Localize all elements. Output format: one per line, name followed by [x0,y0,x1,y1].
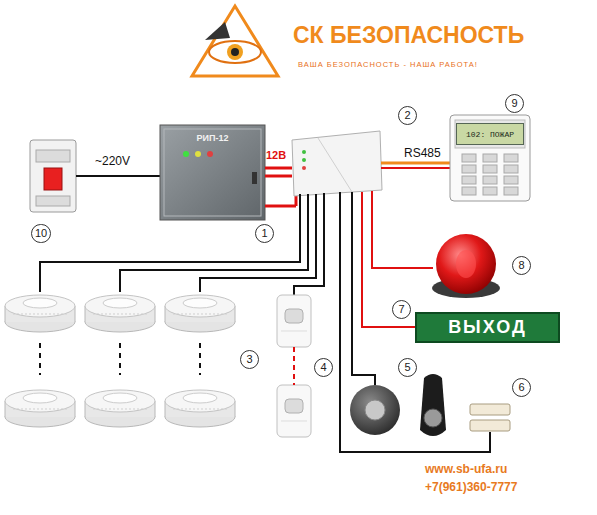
keypad-display: 102: ПОЖАР [456,123,524,145]
callout-number: 4 [314,358,333,377]
callout-number: 10 [31,224,51,243]
callout-number: 8 [512,256,531,275]
bus-label: RS485 [404,146,441,160]
website: www.sb-ufa.ru [425,462,507,476]
brand-title: СК БЕЗОПАСНОСТЬ [293,22,524,49]
phone: +7(961)360-7777 [425,480,517,494]
callout-number: 9 [505,94,524,113]
exit-sign: ВЫХОД [415,312,560,343]
slogan: ВАША БЕЗОПАСНОСТЬ - НАША РАБОТА! [298,60,478,69]
callout-number: 2 [398,106,417,125]
power-supply-box: РИП-12 [160,125,265,220]
voltage-label: ~220V [95,154,130,168]
callout-number: 1 [255,224,274,243]
callout-number: 7 [392,300,411,319]
node-text: РИП-12 [197,133,229,143]
callout-number: 6 [512,378,531,397]
callout-number: 5 [398,358,417,377]
callout-number: 3 [240,350,259,369]
node-text: ВЫХОД [448,317,527,338]
node-text: 102: ПОЖАР [466,130,514,139]
voltage-label: 12В [266,149,286,161]
